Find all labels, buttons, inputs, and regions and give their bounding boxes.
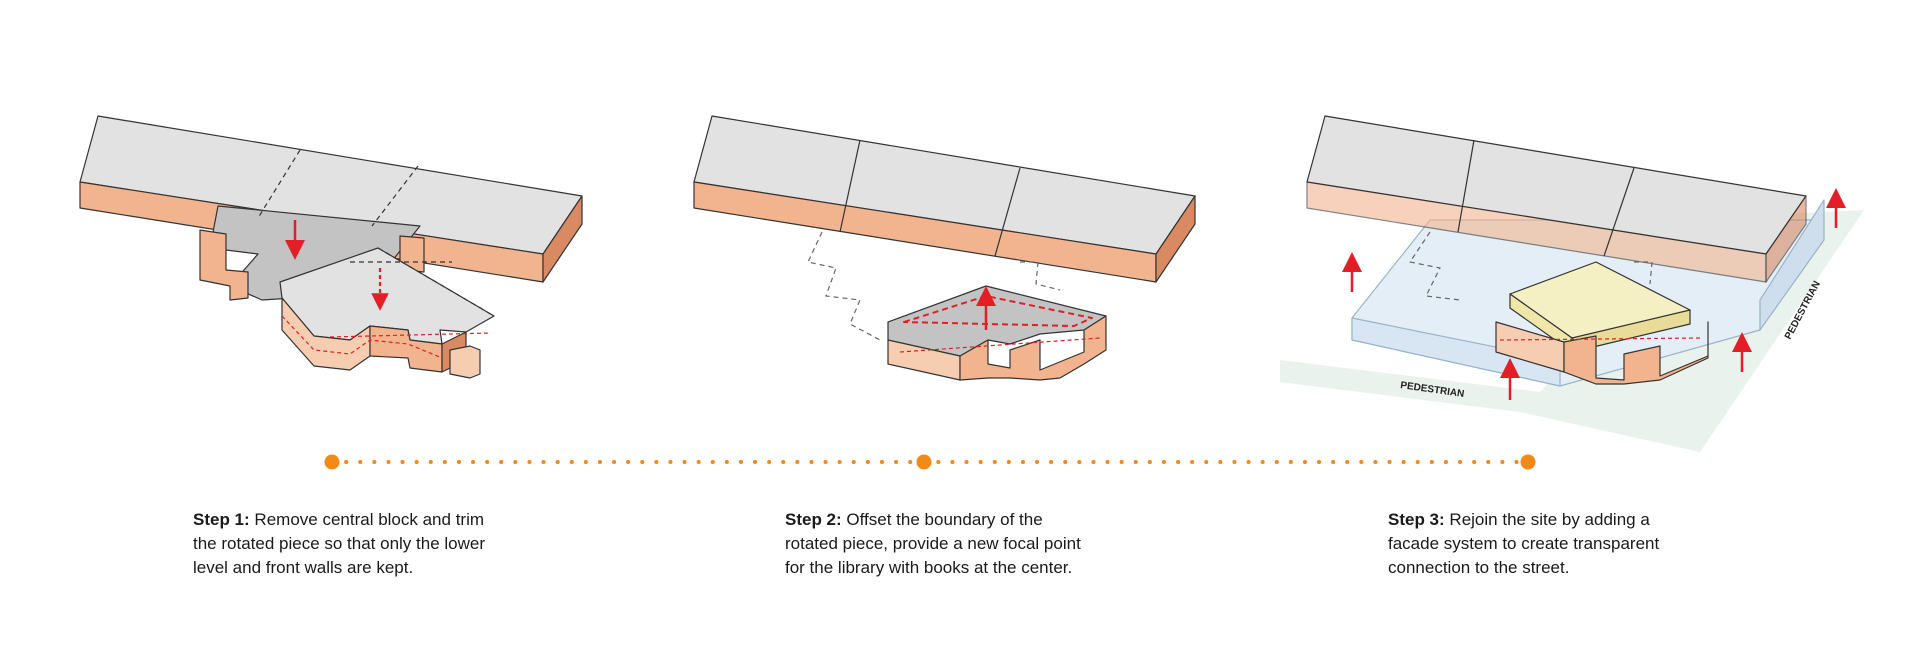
step3-label: Step 3:: [1388, 510, 1445, 529]
step2-label: Step 2:: [785, 510, 842, 529]
timeline-dot-icon: [1520, 454, 1536, 470]
step1-main-side: [542, 195, 583, 283]
step1-diagram: [79, 115, 583, 379]
step2-main-side: [1155, 195, 1196, 283]
step1-small-box: [449, 345, 481, 379]
timeline: [324, 454, 1536, 470]
step2-caption: Step 2: Offset the boundary of the rotat…: [785, 508, 1085, 580]
step2-diagram: [693, 115, 1196, 381]
step1-label: Step 1:: [193, 510, 250, 529]
step3-caption: Step 3: Rejoin the site by adding a faca…: [1388, 508, 1688, 580]
step1-caption: Step 1: Remove central block and trim th…: [193, 508, 493, 580]
step1-text: Remove central block and trim the rotate…: [193, 510, 486, 577]
timeline-dot-icon: [324, 454, 340, 470]
step3-diagram: PEDESTRIAN PEDESTRIAN: [1280, 115, 1864, 452]
step1-notch-front: [199, 229, 249, 301]
step2-offset-boundary: [903, 295, 1093, 327]
step3-text: Rejoin the site by adding a facade syste…: [1388, 510, 1660, 577]
step2-rotated-roof: [887, 285, 1107, 357]
step2-text: Offset the boundary of the rotated piece…: [785, 510, 1081, 577]
timeline-dot-icon: [916, 454, 932, 470]
